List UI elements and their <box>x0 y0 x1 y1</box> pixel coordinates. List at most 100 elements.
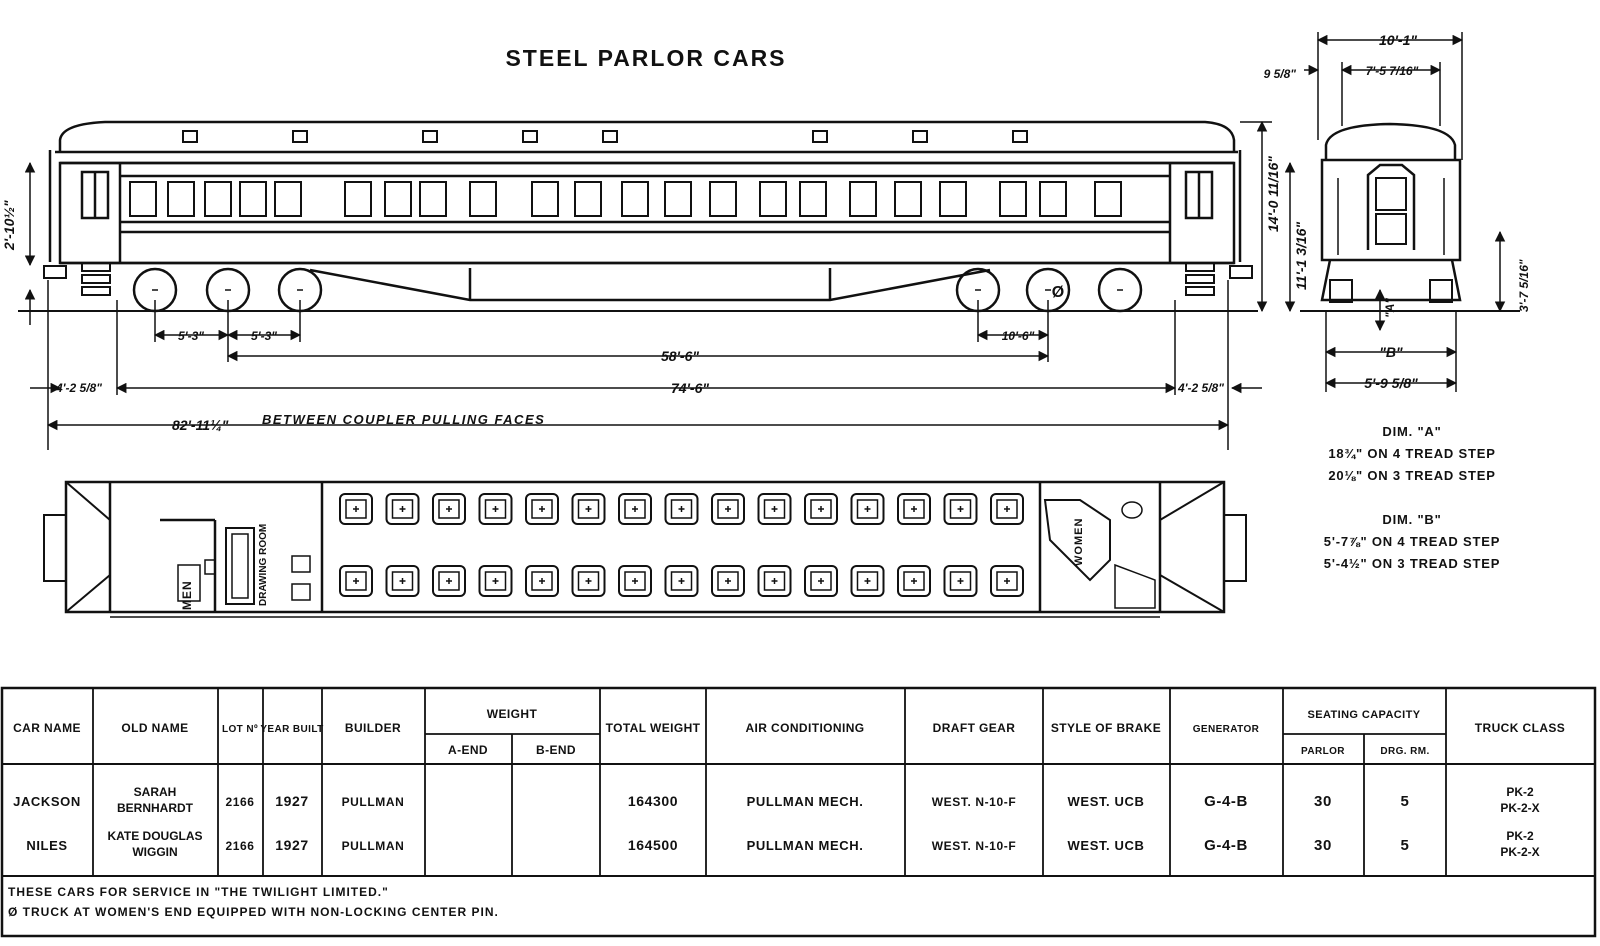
cell-builder: PULLMAN <box>342 839 405 853</box>
dimension-notes: DIM. "A" 18¾" ON 4 TREAD STEP 20⅛" ON 3 … <box>1324 424 1500 571</box>
header-org-rm: DRG. RM. <box>1380 746 1429 757</box>
coupler-right <box>1229 265 1253 279</box>
header-old-name: OLD NAME <box>121 721 188 735</box>
cell-truck-1: PK-2 <box>1506 829 1534 843</box>
car-window-13 <box>664 181 692 217</box>
table-headers: CAR NAME OLD NAME LOT Nº YEAR BUILT BUIL… <box>13 707 1565 757</box>
header-style-of-brake: STYLE OF BRAKE <box>1051 721 1161 735</box>
cell-generator: G-4-B <box>1204 793 1248 810</box>
parlor-chair <box>571 565 606 597</box>
car-window-3 <box>204 181 232 217</box>
wheel-6 <box>1097 267 1143 313</box>
cell-air-conditioning: PULLMAN MECH. <box>747 794 864 809</box>
cell-truck-1: PK-2 <box>1506 785 1534 799</box>
cell-org-rm: 5 <box>1401 837 1410 854</box>
parlor-chair <box>664 493 699 525</box>
car-window-11 <box>574 181 602 217</box>
dim-a-title: DIM. "A" <box>1382 424 1441 439</box>
cell-year: 1927 <box>275 793 309 809</box>
parlor-chair <box>897 565 931 597</box>
wheelbase-b-dim: 5'-3" <box>251 329 277 343</box>
cell-generator: G-4-B <box>1204 837 1248 854</box>
cell-old-name-2: WIGGIN <box>132 845 177 859</box>
parlor-chair <box>618 493 652 525</box>
end-right-dim: 4'-2 5/8" <box>1177 381 1224 395</box>
cell-draft-gear: WEST. N-10-F <box>932 795 1017 809</box>
header-builder: BUILDER <box>345 721 401 735</box>
height-dim: 14'-0 11/16" <box>1265 156 1281 232</box>
cell-draft-gear: WEST. N-10-F <box>932 839 1017 853</box>
parlor-chair <box>850 493 885 525</box>
roof-offset-dim: 9 5/8" <box>1264 67 1297 81</box>
parlor-chair <box>990 565 1024 597</box>
header-b-end: B-END <box>536 743 576 757</box>
parlor-chair <box>339 493 373 525</box>
coupler-left <box>43 265 67 279</box>
cell-lot: 2166 <box>225 839 254 853</box>
footnote-1: THESE CARS FOR SERVICE IN "THE TWILIGHT … <box>8 885 389 899</box>
parlor-chair <box>478 565 513 597</box>
car-window-1 <box>129 181 157 217</box>
car-window-12 <box>621 181 649 217</box>
end-view <box>1300 122 1520 312</box>
cell-parlor: 30 <box>1314 793 1332 810</box>
cell-year: 1927 <box>275 837 309 853</box>
parlor-chair <box>943 493 978 525</box>
end-view-dimension-labels: 10'-1" 9 5/8" 7'-5 7/16" 3'-7 5/16" "A" … <box>1264 32 1531 391</box>
roof-width-dim: 7'-5 7/16" <box>1366 64 1419 78</box>
parlor-chair <box>571 493 606 525</box>
end-view-dimensions <box>1304 32 1506 392</box>
men-label: MEN <box>180 580 194 610</box>
parlor-chair <box>804 493 838 525</box>
parlor-chair <box>757 565 792 597</box>
cell-old-name-2: BERNHARDT <box>117 801 194 815</box>
cell-builder: PULLMAN <box>342 795 405 809</box>
cell-old-name-1: KATE DOUGLAS <box>107 829 202 843</box>
wheelbase-a-dim: 5'-3" <box>178 329 204 343</box>
parlor-chair <box>711 565 745 597</box>
car-window-10 <box>531 181 559 217</box>
wheelbase-c-dim: 10'-6" <box>1002 329 1035 343</box>
parlor-chair <box>525 493 559 525</box>
elevation-dimensions <box>24 120 1296 450</box>
car-window-19 <box>939 181 967 217</box>
roof-rise-dim: 2'-10½" <box>1 200 17 251</box>
header-air-conditioning: AIR CONDITIONING <box>745 721 864 735</box>
vestibule-steps <box>81 262 1215 296</box>
car-window-21 <box>1039 181 1067 217</box>
car-window-14 <box>709 181 737 217</box>
cell-brake: WEST. UCB <box>1068 794 1145 809</box>
header-total-weight: TOTAL WEIGHT <box>606 721 701 735</box>
header-a-end: A-END <box>448 743 488 757</box>
header-truck-class: TRUCK CLASS <box>1475 721 1565 735</box>
parlor-chair <box>804 565 838 597</box>
dim-a-line-1: 18¾" ON 4 TREAD STEP <box>1328 446 1495 461</box>
parlor-chair <box>525 565 559 597</box>
page-title: STEEL PARLOR CARS <box>505 45 786 71</box>
header-year-built: YEAR BUILT <box>260 724 323 735</box>
cell-parlor: 30 <box>1314 837 1332 854</box>
elevation-dimension-labels: 2'-10½" 14'-0 11/16" 11'-1 3/16" 5'-3" 5… <box>1 156 1309 433</box>
car-window-6 <box>344 181 372 217</box>
car-window-20 <box>999 181 1027 217</box>
parlor-chair <box>850 565 885 597</box>
dim-b-line-1: 5'-7⅞" ON 4 TREAD STEP <box>1324 534 1500 549</box>
cell-total-weight: 164300 <box>628 793 678 809</box>
drawing-room-label: DRAWING ROOM <box>258 524 269 606</box>
header-draft-gear: DRAFT GEAR <box>933 721 1016 735</box>
cell-brake: WEST. UCB <box>1068 838 1145 853</box>
side-elevation <box>18 120 1258 312</box>
parlor-chair <box>897 493 931 525</box>
car-window-18 <box>894 181 922 217</box>
parlor-chair <box>664 565 699 597</box>
parlor-chair <box>339 565 373 597</box>
car-window-4 <box>239 181 267 217</box>
header-seating-capacity: SEATING CAPACITY <box>1308 709 1421 721</box>
cell-car-name: JACKSON <box>13 794 81 809</box>
parlor-chair <box>385 565 420 597</box>
parlor-chair <box>432 565 466 597</box>
